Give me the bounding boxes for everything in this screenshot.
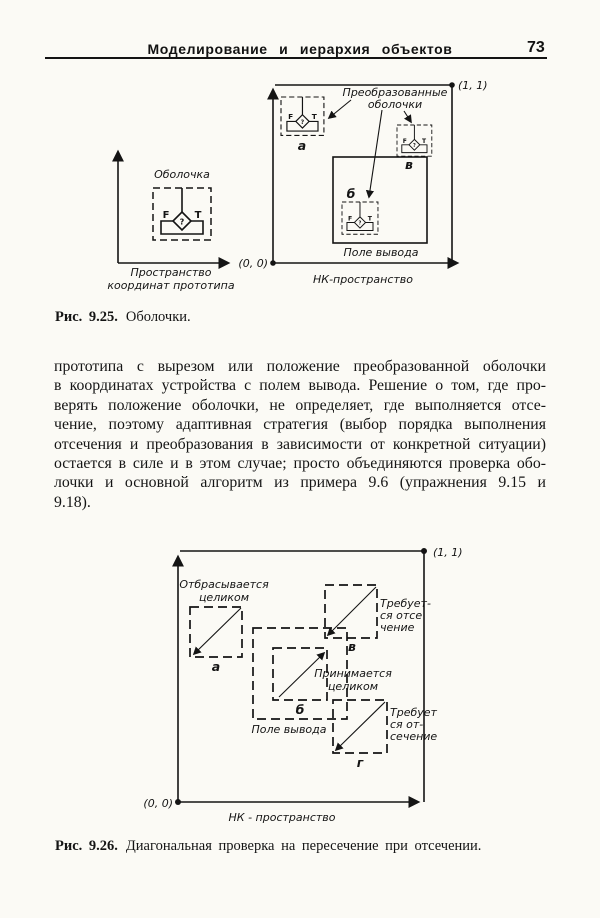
axis-caption-line1: Пространство [130, 266, 211, 279]
running-header-title: Моделирование и иерархия объектов [147, 41, 453, 57]
ndc-space-label: НК - пространство [229, 811, 336, 824]
diagonal-g [334, 701, 386, 752]
question-label: ? [413, 143, 416, 149]
clip-top-label-line1: Требует- [380, 597, 431, 610]
shell-bracket [160, 220, 204, 235]
pointer-arrow-to-v [403, 110, 412, 124]
shell-bracket [401, 144, 428, 154]
corner-dot-00 [270, 260, 276, 266]
figure-9-25-canvas: Оболочка F T ? Пространство координат пр… [107, 79, 487, 292]
transformed-shells-label-line1: Преобразованные [343, 86, 448, 99]
body-line: отсечения и преобразования в зависимости… [54, 435, 546, 453]
corner-label-00: (0, 0) [238, 257, 268, 270]
clip-top-label-line2: ся отсе [380, 609, 422, 622]
caption-text: Диагональная проверка на пересечение при… [125, 838, 482, 854]
output-field-label: Поле вывода [251, 723, 326, 736]
decision-diamond [408, 138, 421, 151]
extent-box-g [332, 699, 388, 754]
shell-label: Оболочка [154, 168, 210, 181]
true-branch-label: T [195, 210, 202, 221]
false-branch-label: F [403, 138, 407, 145]
output-field-rect [332, 156, 428, 244]
decision-diamond [353, 216, 367, 229]
item-label-a: а [298, 138, 306, 153]
false-branch-label: F [348, 216, 352, 223]
item-label-b: б [347, 186, 356, 201]
false-branch-label: F [288, 112, 293, 121]
false-branch-label: F [163, 210, 170, 221]
clip-top-label-line3: чение [380, 621, 415, 634]
output-field-label: Поле вывода [343, 246, 418, 259]
body-line: 9.18). [54, 493, 91, 511]
body-line: в координатах устройства с полем вывода.… [54, 377, 546, 395]
clip-bottom-label-line2: ся от- [390, 718, 423, 731]
body-paragraph: прототипа с вырезом или положение преобр… [54, 357, 546, 512]
pointer-line-to-b [365, 109, 383, 199]
figure-9-25-caption: Рис. 9.25. Оболочки. [55, 309, 560, 326]
body-line: чение, поэтому адаптивная стратегия (выб… [54, 416, 546, 434]
figure-9-25: Оболочка F T ? Пространство координат пр… [85, 70, 505, 305]
corner-label-11: (1, 1) [458, 79, 488, 92]
figure-9-26-caption: Рис. 9.26. Диагональная проверка на перес… [55, 838, 560, 855]
shell-glyph-b: F T ? [341, 201, 379, 235]
body-line: лочки и основной алгоритм из примера 9.6… [54, 474, 546, 492]
extent-box-v [324, 584, 378, 639]
decision-diamond [294, 113, 310, 129]
reject-label-line2: целиком [199, 591, 249, 604]
clip-bottom-label-line3: сечение [390, 730, 437, 743]
header-rule [45, 57, 547, 60]
item-label-b: б [296, 702, 305, 717]
item-label-g: г [357, 755, 364, 770]
caption-number: Рис. 9.26. [55, 838, 118, 854]
true-branch-label: T [312, 112, 317, 121]
corner-label-11: (1, 1) [433, 546, 463, 559]
reject-label-line1: Отбрасывается [179, 578, 269, 591]
prototype-space-diagram: Оболочка F T ? Пространство координат пр… [107, 149, 235, 292]
shell-glyph-v: F T ? [396, 124, 433, 157]
question-label: ? [301, 120, 305, 126]
extent-box-b [272, 647, 328, 701]
item-label-v: в [348, 639, 356, 654]
axis-caption-line2: координат прототипа [107, 279, 234, 292]
figure-9-26: (1, 1) (0, 0) НК - пространство Отбрасыв… [140, 535, 485, 835]
body-line: прототипа с вырезом или положение преобр… [54, 358, 546, 375]
corner-dot-11 [449, 82, 455, 88]
output-field-rect [252, 627, 348, 720]
body-line: остается в силе и в этом случае; просто … [54, 455, 546, 473]
decision-diamond [171, 210, 193, 232]
page-number: 73 [527, 39, 545, 56]
shell-glyph-a: F T ? [280, 96, 325, 137]
ndc-space-label: НК-пространство [313, 273, 413, 286]
accept-label-line1: Принимается [314, 667, 392, 680]
true-branch-label: T [368, 216, 373, 223]
corner-dot-00 [175, 799, 181, 805]
accept-label-line2: целиком [328, 680, 378, 693]
question-label: ? [359, 221, 362, 227]
shell-bracket [346, 221, 374, 232]
item-label-a: а [212, 659, 220, 674]
item-label-v: в [405, 157, 413, 172]
shell-bracket [286, 120, 319, 132]
figure-9-26-canvas: (1, 1) (0, 0) НК - пространство Отбрасыв… [143, 546, 463, 824]
caption-text: Оболочки. [125, 309, 191, 325]
true-branch-label: T [422, 138, 427, 145]
transformed-shells-label-line2: оболочки [368, 98, 422, 111]
clip-bottom-label-line1: Требует [390, 706, 438, 719]
pointer-arrow-to-a [327, 99, 352, 120]
body-line: верять положение оболочки, не определяет… [54, 396, 546, 414]
diagonal-a [192, 607, 242, 656]
diagonal-v [326, 586, 377, 637]
corner-label-00: (0, 0) [143, 797, 173, 810]
question-label: ? [180, 218, 185, 227]
caption-number: Рис. 9.25. [55, 309, 118, 325]
extent-box-a [189, 606, 243, 658]
diagonal-b [278, 651, 326, 698]
ndc-space-diagram: (1, 1) (0, 0) НК-пространство Преобразов… [238, 79, 487, 286]
shell-glyph: F T ? [152, 187, 212, 241]
corner-dot-11 [421, 548, 427, 554]
